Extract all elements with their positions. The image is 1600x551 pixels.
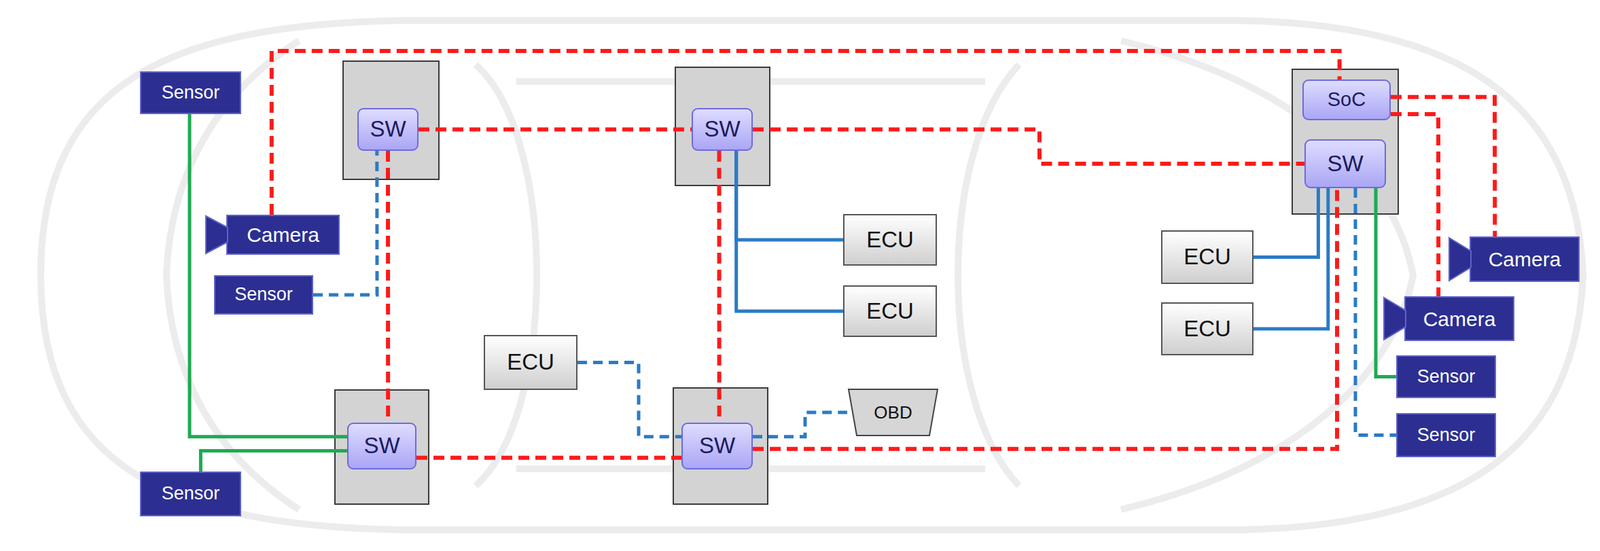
node-label: Camera	[246, 223, 320, 246]
node-label: SW	[703, 116, 740, 142]
node-label: Camera	[1488, 247, 1562, 271]
camera-icon	[1449, 236, 1471, 282]
module-housing	[343, 61, 439, 180]
node-label: ECU	[866, 298, 914, 324]
node-label: Sensor	[1417, 425, 1476, 446]
node-label: ECU	[506, 349, 555, 375]
ecu-box: ECU	[843, 285, 937, 337]
sensor-link	[200, 450, 348, 472]
module-housing	[1292, 69, 1399, 215]
ecu-link	[1253, 188, 1319, 258]
car-outline	[40, 20, 1584, 530]
node-label: SW	[363, 433, 400, 458]
switch-box: SoC	[1302, 79, 1391, 121]
ethernet-backbone	[416, 455, 682, 460]
ecu-link	[577, 362, 682, 437]
module-housing	[675, 67, 770, 186]
obd-connector: OBD	[847, 387, 939, 437]
module-housing	[334, 389, 429, 505]
node-label: SW	[1326, 151, 1363, 176]
node-label: SW	[369, 116, 406, 142]
camera-icon	[1449, 237, 1471, 281]
camera-icon	[1383, 297, 1406, 340]
sensor-box: Sensor	[139, 471, 242, 517]
switch-box: SW	[347, 422, 417, 470]
switch-box: SW	[691, 108, 753, 151]
sensor-box: Sensor	[1396, 355, 1497, 399]
sensor-box: Sensor	[214, 275, 314, 315]
ethernet-backbone	[717, 150, 722, 423]
node-label: ECU	[1183, 244, 1232, 270]
sensor-link	[1375, 188, 1397, 378]
sensor-link	[189, 114, 348, 437]
sensor-box: Sensor	[1396, 413, 1497, 458]
camera-box: Camera	[226, 214, 340, 255]
ethernet-backbone	[418, 127, 692, 132]
sensor-box: Sensor	[139, 71, 242, 115]
camera-box: Camera	[1469, 236, 1580, 282]
switch-box: SW	[1304, 139, 1386, 189]
node-label: Camera	[1423, 307, 1497, 331]
ecu-box: ECU	[1161, 302, 1254, 356]
ethernet-backbone	[752, 129, 1305, 165]
ethernet-backbone	[1390, 97, 1495, 237]
camera-icon	[1383, 296, 1406, 342]
node-label: Sensor	[161, 82, 221, 104]
camera-icon	[205, 216, 228, 254]
ecu-box: ECU	[483, 334, 578, 390]
ecu-box: ECU	[1161, 230, 1254, 284]
ecu-box: ECU	[843, 214, 937, 266]
switch-box: SW	[357, 108, 419, 151]
ecu-link	[752, 412, 848, 437]
node-label: OBD	[873, 402, 912, 423]
ecu-link	[736, 150, 844, 240]
node-label: Sensor	[1417, 366, 1476, 388]
obd-outline	[848, 389, 938, 436]
node-label: ECU	[1183, 316, 1232, 342]
ethernet-backbone	[1390, 114, 1439, 297]
camera-box: Camera	[1404, 296, 1515, 342]
node-label: SoC	[1327, 89, 1366, 111]
ethernet-backbone	[385, 150, 390, 423]
ecu-link	[736, 150, 844, 312]
ecu-link	[1253, 188, 1329, 329]
node-label: SW	[699, 433, 736, 458]
ethernet-backbone	[752, 188, 1338, 450]
node-label: Sensor	[234, 284, 293, 306]
node-label: Sensor	[161, 483, 221, 505]
module-housing	[334, 61, 1399, 505]
node-label: ECU	[866, 227, 914, 253]
switch-box: SW	[681, 422, 753, 470]
camera-icon	[205, 214, 228, 255]
ethernet-backbone	[271, 50, 1340, 215]
module-housing	[673, 387, 768, 505]
